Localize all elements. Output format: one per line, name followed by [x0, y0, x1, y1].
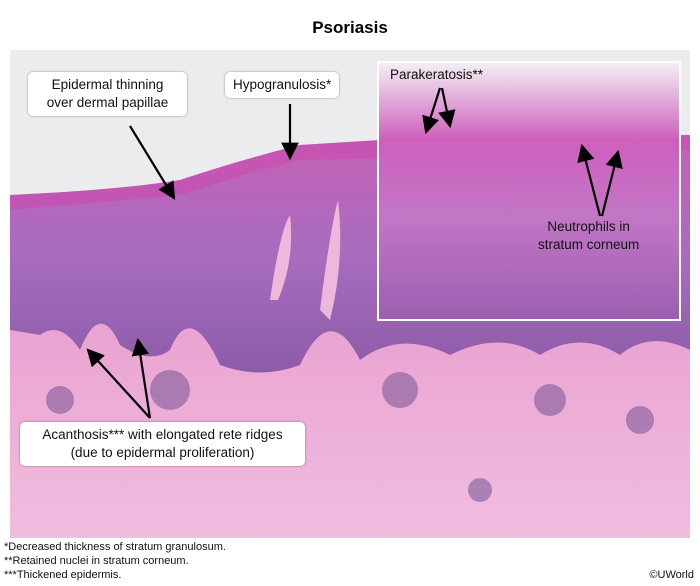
figure-title: Psoriasis	[312, 18, 388, 37]
footnote: **Retained nuclei in stratum corneum.	[4, 555, 189, 567]
label-line: Acanthosis*** with elongated rete ridges	[42, 427, 283, 442]
label-epidermal-thinning: Epidermal thinning over dermal papillae	[28, 72, 187, 116]
footnote: *Decreased thickness of stratum granulos…	[4, 541, 226, 553]
label-line: Neutrophils in	[547, 219, 630, 234]
label-line: Epidermal thinning	[51, 77, 164, 92]
footnote: ***Thickened epidermis.	[4, 569, 122, 581]
inset-image	[377, 61, 681, 321]
label-line: (due to epidermal proliferation)	[70, 445, 255, 460]
label-hypogranulosis: Hypogranulosis*	[225, 72, 340, 98]
label-parakeratosis: Parakeratosis**	[390, 67, 484, 82]
copyright: ©UWorld	[649, 569, 694, 581]
label-line: stratum corneum	[538, 237, 640, 252]
label-line: over dermal papillae	[46, 95, 169, 110]
label-neutrophils: Neutrophils in stratum corneum	[538, 218, 639, 254]
label-acanthosis: Acanthosis*** with elongated rete ridges…	[20, 422, 305, 466]
